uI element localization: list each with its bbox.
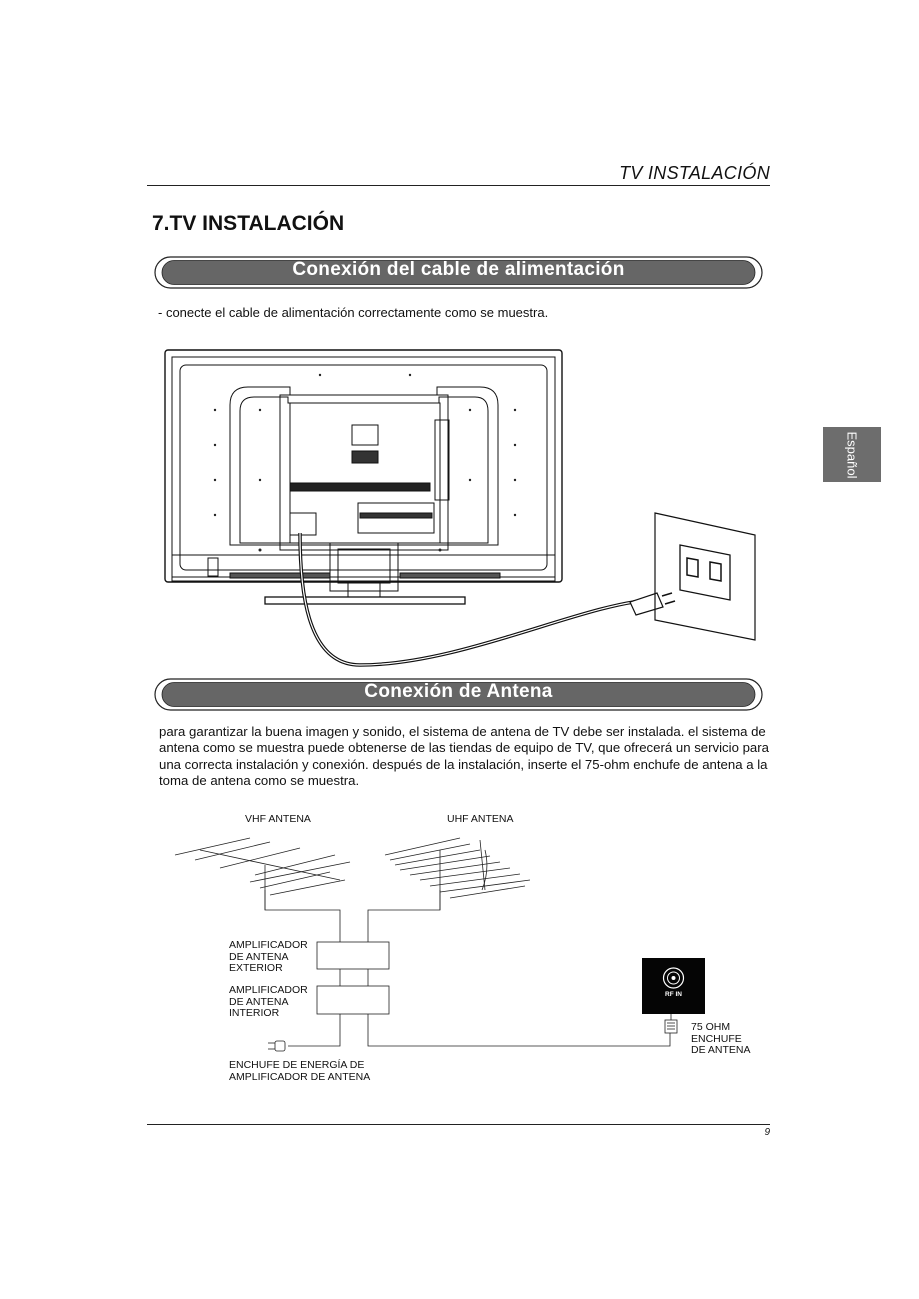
header-divider: [147, 185, 770, 186]
section-banner-power: Conexión del cable de alimentación: [154, 256, 763, 289]
vhf-antenna-label: VHF ANTENA: [245, 813, 311, 825]
antenna-diagram: [174, 837, 678, 1052]
section-heading-antenna: Conexión de Antena: [364, 681, 553, 702]
footer-divider: [147, 1124, 770, 1125]
uhf-antenna-label: UHF ANTENA: [447, 813, 514, 825]
indoor-amplifier-label: AMPLIFICADOR DE ANTENA INTERIOR: [229, 984, 308, 1019]
section-heading-power: Conexión del cable de alimentación: [292, 259, 625, 280]
rf-in-label: RF IN: [665, 991, 682, 998]
section-banner-antenna: Conexión de Antena: [154, 678, 763, 711]
language-tab-label: Español: [844, 431, 860, 479]
page-number: 9: [764, 1127, 770, 1138]
antenna-paragraph: para garantizar la buena imagen y sonido…: [159, 724, 769, 789]
tv-power-illustration: [164, 349, 756, 667]
running-header: TV INSTALACIÓN: [619, 163, 770, 183]
page-title: 7.TV INSTALACIÓN: [152, 212, 345, 235]
outdoor-amplifier-label: AMPLIFICADOR DE ANTENA EXTERIOR: [229, 939, 308, 974]
rf-in-socket: RF IN: [642, 958, 705, 1014]
power-intro-text: - conecte el cable de alimentación corre…: [158, 305, 549, 320]
amplifier-power-plug-label: ENCHUFE DE ENERGÍA DE AMPLIFICADOR DE AN…: [229, 1059, 371, 1083]
75ohm-plug-label: 75 OHM ENCHUFE DE ANTENA: [691, 1021, 751, 1056]
language-tab: Español: [823, 427, 881, 482]
